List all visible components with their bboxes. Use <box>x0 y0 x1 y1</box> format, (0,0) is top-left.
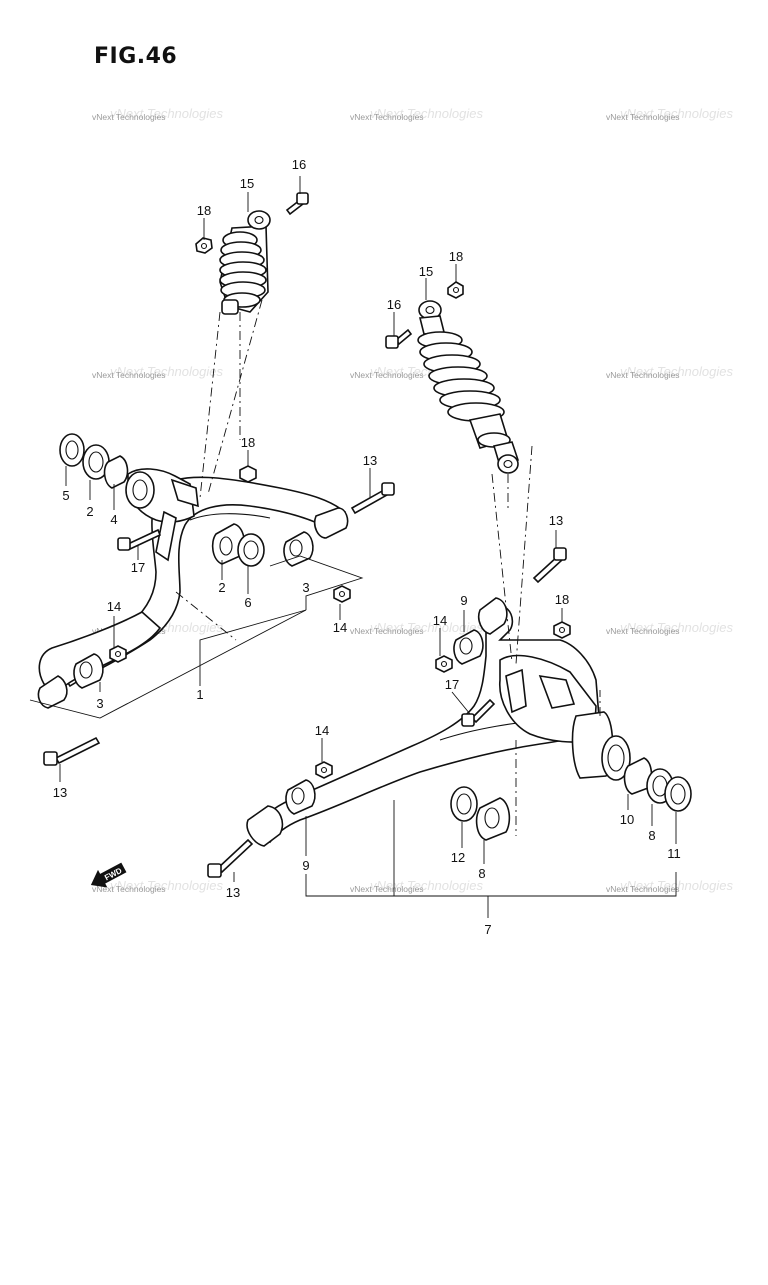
watermark-shadow: vNext Technologies <box>110 106 223 121</box>
left-seal-6 <box>237 533 265 567</box>
callout-3-left-lower: 3 <box>96 696 103 711</box>
callout-13-left-upper: 13 <box>363 453 377 468</box>
watermark-shadow: vNext Technologies <box>370 106 483 121</box>
left-nut-14a <box>333 585 351 603</box>
right-bearing-8b <box>475 797 511 841</box>
left-spacer-4 <box>103 455 129 489</box>
right-lower-bolt-13 <box>207 838 254 878</box>
watermark-shadow: vNext Technologies <box>110 364 223 379</box>
right-bolt-17 <box>461 698 496 727</box>
callout-5: 5 <box>62 488 69 503</box>
watermark-shadow: vNext Technologies <box>370 620 483 635</box>
callout-4: 4 <box>110 512 117 527</box>
callout-17-left: 17 <box>131 560 145 575</box>
left-lower-bolt-13 <box>43 736 101 766</box>
callout-15-left: 15 <box>240 176 254 191</box>
left-shock-bolt <box>285 192 309 216</box>
callout-16-left: 16 <box>292 157 306 172</box>
callout-8-right-inner: 8 <box>478 866 485 881</box>
watermark: vNext Technologies <box>350 112 424 122</box>
right-seal-12 <box>450 786 478 822</box>
callout-7: 7 <box>484 922 491 937</box>
watermark: vNext Technologies <box>350 626 424 636</box>
left-bushing-3a <box>283 531 314 567</box>
left-seal-5 <box>59 433 85 467</box>
callout-6: 6 <box>244 595 251 610</box>
watermark: vNext Technologies <box>606 626 680 636</box>
callout-18-right-shock: 18 <box>449 249 463 264</box>
callout-2-left-outer: 2 <box>86 504 93 519</box>
watermark: vNext Technologies <box>92 370 166 380</box>
watermark: vNext Technologies <box>606 112 680 122</box>
left-alignment-lines <box>175 299 263 641</box>
callout-17-right: 17 <box>445 677 459 692</box>
right-seal-11 <box>664 776 692 812</box>
watermark-shadow: vNext Technologies <box>620 106 733 121</box>
left-swing-arm <box>37 468 349 709</box>
left-bushing-3b <box>73 653 104 689</box>
right-nut-14a <box>435 655 453 673</box>
callout-2-left-inner: 2 <box>218 580 225 595</box>
left-nut-14b <box>109 645 127 663</box>
watermark: vNext Technologies <box>92 112 166 122</box>
callout-numbers: 16 15 18 18 13 5 2 4 17 2 6 3 14 14 3 1 … <box>53 157 681 937</box>
callout-9-right-upper: 9 <box>460 593 467 608</box>
right-shock-absorber <box>417 300 520 474</box>
watermark-shadow: vNext Technologies <box>620 364 733 379</box>
callout-18-left-shock: 18 <box>197 203 211 218</box>
callout-12: 12 <box>451 850 465 865</box>
right-upper-bolt-13 <box>532 547 567 584</box>
callout-3-left-upper: 3 <box>302 580 309 595</box>
callout-18-left-arm: 18 <box>241 435 255 450</box>
watermark-shadow: vNext Technologies <box>110 878 223 893</box>
watermark-shadow: vNext Technologies <box>620 620 733 635</box>
callout-9-right-lower: 9 <box>302 858 309 873</box>
callout-14-right-lower: 14 <box>315 723 329 738</box>
watermark: vNext Technologies <box>606 884 680 894</box>
watermark: vNext Technologies <box>92 884 166 894</box>
watermark-shadow: vNext Technologies <box>370 878 483 893</box>
figure-title: FIG.46 <box>94 44 178 69</box>
right-shock-bolt-16 <box>385 328 413 349</box>
right-nut-18 <box>553 621 571 639</box>
left-shock-absorber <box>219 210 271 315</box>
leader-lines <box>29 176 677 918</box>
watermark-shadow: vNext Technologies <box>620 878 733 893</box>
callout-13-right-lower: 13 <box>226 885 240 900</box>
callout-14-right-upper: 14 <box>433 613 447 628</box>
callout-10: 10 <box>620 812 634 827</box>
right-alignment-lines <box>491 445 601 836</box>
callout-15-right: 15 <box>419 264 433 279</box>
callout-1: 1 <box>196 687 203 702</box>
callout-13-left-lower: 13 <box>53 785 67 800</box>
watermark: vNext Technologies <box>606 370 680 380</box>
left-shock-nut <box>195 237 213 254</box>
callout-8-right-outer: 8 <box>648 828 655 843</box>
callout-13-right-upper: 13 <box>549 513 563 528</box>
watermark: vNext Technologies <box>350 370 424 380</box>
right-shock-nut-18 <box>447 281 464 299</box>
callout-14-left-lower: 14 <box>107 599 121 614</box>
right-swing-arm <box>246 597 631 847</box>
callout-16-right: 16 <box>387 297 401 312</box>
right-bushing-9a <box>453 629 484 665</box>
left-bolt-17 <box>117 528 162 551</box>
right-bushing-9b <box>285 779 316 815</box>
left-upper-bolt-13 <box>350 482 395 515</box>
callout-14-left-upper: 14 <box>333 620 347 635</box>
watermark: vNext Technologies <box>350 884 424 894</box>
right-nut-14b <box>315 761 333 779</box>
callout-18-right-arm: 18 <box>555 592 569 607</box>
callout-11: 11 <box>667 846 681 861</box>
left-nut-18 <box>239 465 257 483</box>
